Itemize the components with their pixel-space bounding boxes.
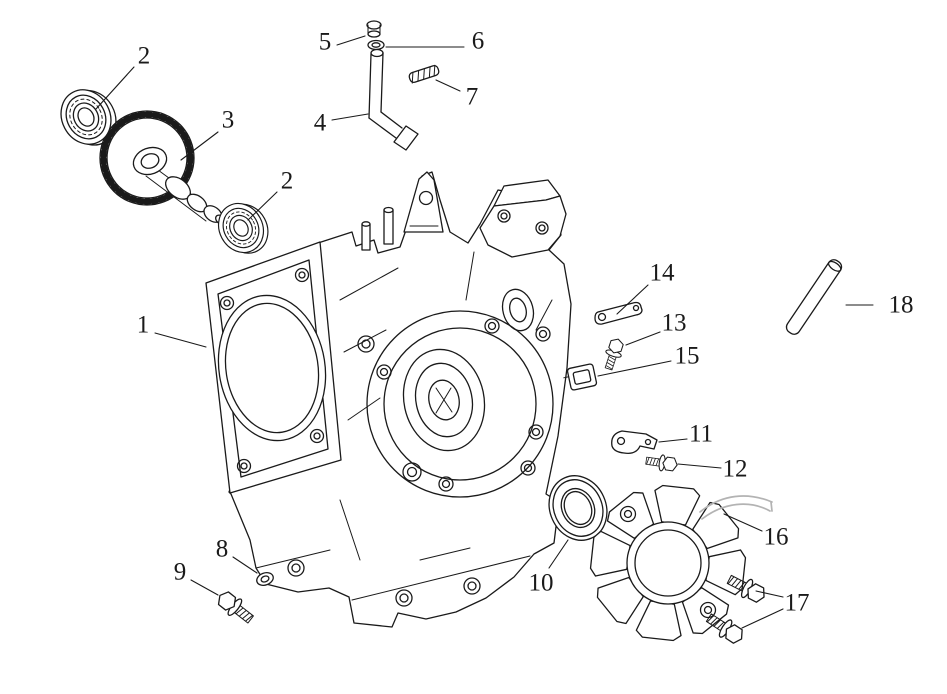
leader-line <box>232 556 258 574</box>
stud-drawing <box>361 206 394 251</box>
leader-line <box>723 513 763 532</box>
leader-line <box>548 539 569 569</box>
washer-6-drawing <box>367 39 385 51</box>
bolt-12-drawing <box>644 452 679 474</box>
bearing-drawing-right <box>209 193 277 264</box>
lift-bracket-drawing <box>403 171 444 233</box>
callout-label-16: 16 <box>764 524 789 551</box>
callout-label-15: 15 <box>675 343 700 370</box>
callout-label-4: 4 <box>314 110 327 137</box>
callout-layer: 2 3 2 5 6 7 4 1 14 13 15 18 11 12 16 10 8 9 17 <box>95 28 914 629</box>
leader-line <box>625 331 661 346</box>
camshaft-gear-drawing <box>99 110 227 226</box>
crankcase-drawing <box>205 171 572 628</box>
callout-label-5: 5 <box>319 29 332 56</box>
callout-label-17: 17 <box>785 590 810 617</box>
callout-label-13: 13 <box>662 310 687 337</box>
bearing-drawing-left <box>51 78 126 157</box>
oil-seal-drawing <box>548 475 608 541</box>
callout-label-7: 7 <box>466 84 479 111</box>
leader-line <box>336 35 366 46</box>
leader-line <box>95 66 135 110</box>
callout-label-18: 18 <box>889 292 914 319</box>
leader-line <box>597 360 672 377</box>
dowel-pin-drawing <box>785 259 843 335</box>
callout-label-10: 10 <box>529 570 554 597</box>
leader-line <box>755 590 784 598</box>
bolt-13-drawing <box>600 336 627 372</box>
ignition-stator-drawing <box>587 482 749 644</box>
leader-line <box>331 113 369 121</box>
callout-label-6: 6 <box>472 28 485 55</box>
leader-line <box>247 191 278 221</box>
top-flange-drawing <box>479 179 567 258</box>
callout-label-12: 12 <box>723 456 748 483</box>
leader-line <box>616 284 649 315</box>
leader-line <box>154 332 207 348</box>
callout-label-1: 1 <box>137 312 150 339</box>
dipstick-tube-drawing <box>366 20 419 151</box>
leader-line <box>741 608 784 629</box>
callout-label-9: 9 <box>174 559 187 586</box>
bolt-9-drawing <box>213 586 258 628</box>
callout-label-14: 14 <box>650 260 676 287</box>
stator-wire-drawing <box>699 495 773 520</box>
bracket-drawing <box>611 430 658 454</box>
callout-label-2: 2 <box>138 43 151 70</box>
callout-label-11: 11 <box>689 421 713 448</box>
leader-line <box>180 131 219 161</box>
leader-line <box>190 579 219 596</box>
callout-label-2: 2 <box>281 168 294 195</box>
washer-drawing <box>256 572 274 586</box>
callout-label-3: 3 <box>222 107 235 134</box>
spring-drawing <box>408 64 440 84</box>
leader-line <box>658 438 688 443</box>
governor-clip-drawing <box>563 363 598 391</box>
callout-label-8: 8 <box>216 536 229 563</box>
leader-line <box>435 79 461 92</box>
cylinder-face-drawing <box>205 241 342 494</box>
leader-line <box>677 463 722 469</box>
